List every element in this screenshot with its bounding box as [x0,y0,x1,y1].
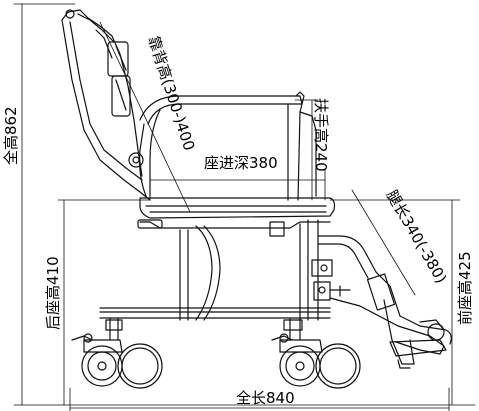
label-rear-seat-height: 后座高410 [44,256,62,330]
seat [137,197,336,237]
label-leg-length: 腿长340(-380) [383,187,451,286]
label-armrest-height: 扶手高240 [312,98,330,172]
frame [99,219,377,321]
leg-rest [329,271,452,369]
label-front-seat-height: 前座高425 [456,251,474,325]
dimension-labels: 全高862 后座高410 前座高425 靠背高(300-)400 扶手高240 … [2,34,474,407]
label-overall-height: 全高862 [2,106,20,165]
label-overall-length: 全长840 [236,389,295,407]
armrest [139,91,317,201]
label-seat-depth: 座进深380 [204,154,278,172]
backrest [61,9,151,201]
front-caster-wheels [271,317,361,389]
rear-caster-wheels [71,317,163,389]
